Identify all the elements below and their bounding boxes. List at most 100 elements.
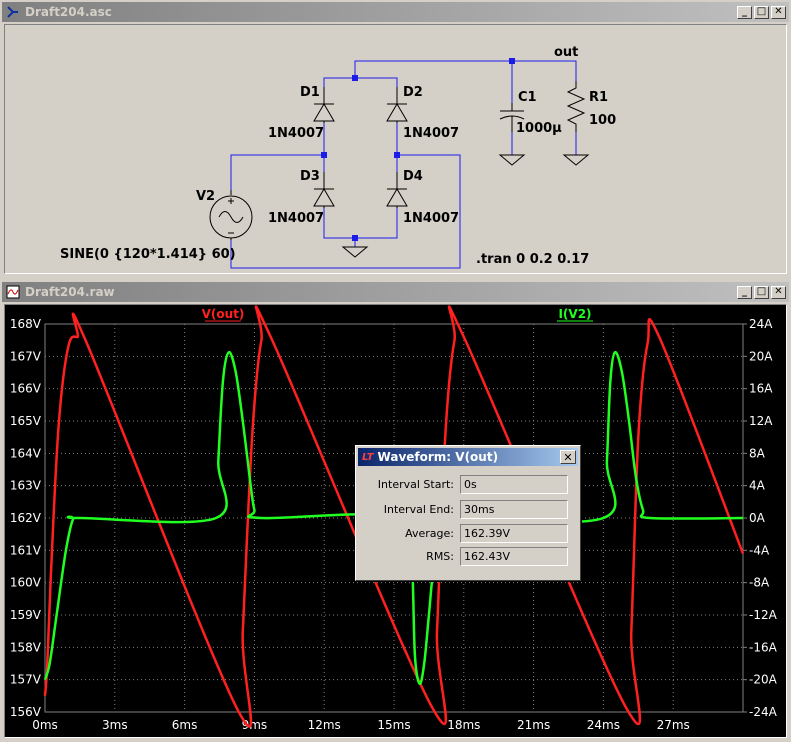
minimize-button[interactable]: _ — [737, 285, 752, 299]
series-line-1[interactable] — [43, 351, 744, 685]
average-field[interactable]: 162.39V — [460, 523, 568, 543]
legend-label-0[interactable]: V(out) — [202, 307, 245, 321]
x-tick-label: 21ms — [517, 718, 550, 732]
model-d1: 1N4007 — [268, 126, 324, 141]
waveform-app-icon — [5, 284, 21, 300]
model-d3: 1N4007 — [268, 211, 324, 226]
waveform-titlebar[interactable]: Draft204.raw _ □ ✕ — [2, 282, 789, 302]
minimize-button[interactable]: _ — [737, 5, 752, 19]
label-v2: V2 — [196, 189, 215, 204]
y-left-tick-label: 162V — [10, 511, 42, 525]
y-left-tick-label: 167V — [10, 349, 42, 363]
wire-top-bridge — [323, 77, 398, 87]
y-right-tick-label: -20A — [749, 673, 778, 687]
schematic-app-icon — [5, 4, 21, 20]
diode-d2[interactable] — [386, 87, 408, 123]
wire-bottom-bridge — [323, 208, 398, 239]
y-left-tick-label: 159V — [10, 608, 42, 622]
label-d4: D4 — [403, 169, 423, 184]
y-right-tick-label: -16A — [749, 640, 778, 654]
waveform-dialog[interactable]: LT Waveform: V(out) ✕ Interval Start: 0s… — [355, 445, 581, 581]
value-r1: 100 — [589, 113, 616, 128]
schematic-canvas[interactable]: D1 D2 1N4007 1N4007 D3 D4 1N4007 1N4007 … — [4, 24, 787, 274]
ground-icon-c1 — [498, 154, 526, 166]
y-left-tick-label: 164V — [10, 446, 42, 460]
voltage-source-v2[interactable] — [209, 190, 253, 240]
model-d2: 1N4007 — [403, 126, 459, 141]
average-label: Average: — [405, 526, 454, 540]
y-right-tick-label: 20A — [749, 349, 773, 363]
y-right-tick-label: 0A — [749, 511, 766, 525]
spice-directive: .tran 0 0.2 0.17 — [476, 252, 589, 267]
schematic-title: Draft204.asc — [25, 5, 112, 19]
x-tick-label: 15ms — [377, 718, 410, 732]
x-tick-label: 6ms — [172, 718, 198, 732]
label-d2: D2 — [403, 85, 423, 100]
y-left-tick-label: 156V — [10, 705, 42, 719]
dialog-row-rms: RMS: 162.43V — [362, 546, 568, 566]
y-right-tick-label: -4A — [749, 543, 770, 557]
wire-out-net — [354, 60, 577, 81]
dialog-close-button[interactable]: ✕ — [560, 450, 576, 464]
interval-start-label: Interval Start: — [377, 477, 454, 491]
x-tick-label: 24ms — [587, 718, 620, 732]
close-button[interactable]: ✕ — [771, 285, 786, 299]
y-right-tick-label: 4A — [749, 479, 766, 493]
x-tick-label: 27ms — [657, 718, 690, 732]
legend-label-1[interactable]: I(V2) — [558, 307, 591, 321]
label-d1: D1 — [300, 85, 320, 100]
y-right-tick-label: -12A — [749, 608, 778, 622]
capacitor-c1[interactable] — [499, 103, 525, 132]
dialog-title: Waveform: V(out) — [377, 450, 499, 464]
waveform-title: Draft204.raw — [25, 285, 115, 299]
interval-start-field[interactable]: 0s — [460, 474, 568, 494]
net-label-out: out — [554, 45, 578, 60]
y-right-tick-label: -8A — [749, 576, 770, 590]
label-c1: C1 — [518, 90, 537, 105]
x-tick-label: 18ms — [447, 718, 480, 732]
model-d4: 1N4007 — [403, 211, 459, 226]
diode-d1[interactable] — [313, 87, 335, 123]
y-left-tick-label: 166V — [10, 382, 42, 396]
y-left-tick-label: 163V — [10, 479, 42, 493]
diode-d4[interactable] — [386, 172, 408, 208]
x-tick-label: 9ms — [242, 718, 268, 732]
value-v2: SINE(0 {120*1.414} 60) — [60, 247, 236, 262]
x-tick-label: 3ms — [102, 718, 128, 732]
x-tick-label: 12ms — [308, 718, 341, 732]
y-right-tick-label: 12A — [749, 414, 773, 428]
maximize-button[interactable]: □ — [754, 5, 769, 19]
wire-v2-bottom — [230, 154, 461, 269]
dialog-row-interval-start: Interval Start: 0s — [362, 474, 568, 494]
interval-end-field[interactable]: 30ms — [460, 499, 568, 519]
close-button[interactable]: ✕ — [771, 5, 786, 19]
dialog-row-interval-end: Interval End: 30ms — [362, 499, 568, 519]
label-r1: R1 — [589, 90, 608, 105]
maximize-button[interactable]: □ — [754, 285, 769, 299]
dialog-row-average: Average: 162.39V — [362, 523, 568, 543]
diode-d3[interactable] — [313, 172, 335, 208]
x-tick-label: 0ms — [32, 718, 58, 732]
ground-icon-bridge — [341, 246, 369, 258]
y-left-tick-label: 158V — [10, 640, 42, 654]
y-left-tick-label: 160V — [10, 576, 42, 590]
y-left-tick-label: 165V — [10, 414, 42, 428]
rms-field[interactable]: 162.43V — [460, 546, 568, 566]
y-right-tick-label: 8A — [749, 446, 766, 460]
y-right-tick-label: -24A — [749, 705, 778, 719]
value-c1: 1000µ — [516, 121, 562, 136]
ground-icon-r1 — [562, 154, 590, 166]
y-left-tick-label: 168V — [10, 317, 42, 331]
resistor-r1[interactable] — [566, 81, 586, 132]
schematic-titlebar[interactable]: Draft204.asc _ □ ✕ — [2, 2, 789, 22]
y-left-tick-label: 161V — [10, 543, 42, 557]
y-right-tick-label: 24A — [749, 317, 773, 331]
label-d3: D3 — [300, 169, 320, 184]
wire-v2-top — [230, 154, 324, 190]
dialog-titlebar[interactable]: LT Waveform: V(out) ✕ — [358, 448, 578, 466]
interval-end-label: Interval End: — [383, 502, 454, 516]
y-left-tick-label: 157V — [10, 673, 42, 687]
y-right-tick-label: 16A — [749, 382, 773, 396]
rms-label: RMS: — [426, 549, 454, 563]
ltspice-logo-icon: LT — [362, 451, 374, 463]
